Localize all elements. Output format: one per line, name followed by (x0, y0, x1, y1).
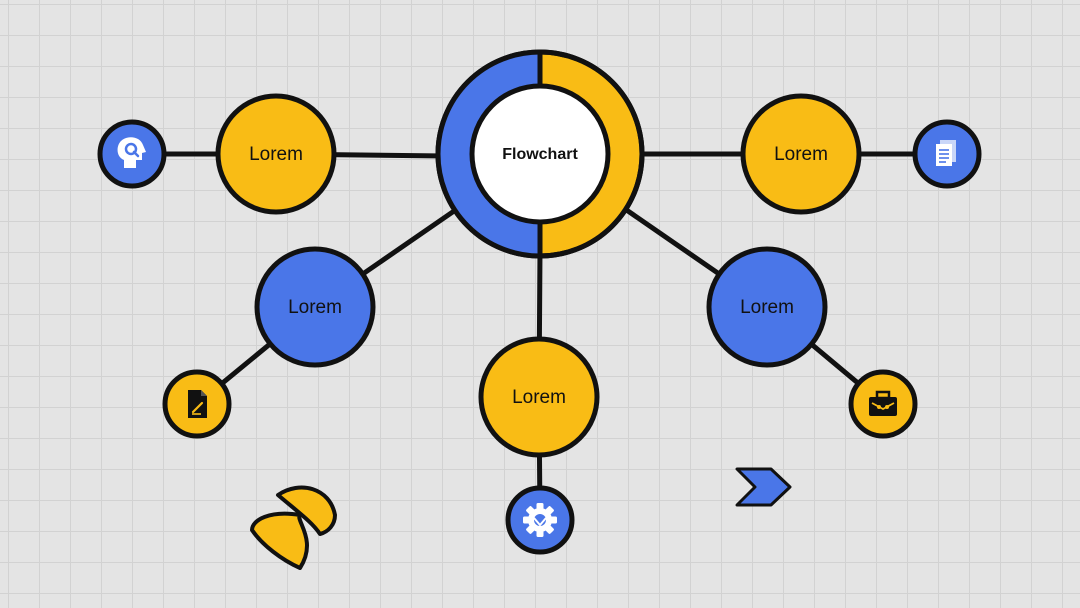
node-mid-right: Lorem (706, 246, 828, 368)
center-node: Flowchart (435, 49, 645, 259)
head-search-icon (97, 119, 167, 189)
document-icon (912, 119, 982, 189)
node-top-left: Lorem (215, 93, 337, 215)
node-mid-right-label: Lorem (740, 297, 794, 318)
node-top-left-label: Lorem (249, 144, 303, 165)
center-hole (469, 83, 611, 225)
node-mid-left-label: Lorem (288, 297, 342, 318)
node-bottom-center: Lorem (478, 336, 600, 458)
chevron-arrow-icon (735, 467, 792, 507)
briefcase-icon (848, 369, 918, 439)
edit-document-icon (162, 369, 232, 439)
node-bottom-center-label: Lorem (512, 387, 566, 408)
center-label: Flowchart (502, 146, 578, 163)
node-top-right-label: Lorem (774, 144, 828, 165)
node-mid-left: Lorem (254, 246, 376, 368)
gear-icon (505, 485, 575, 555)
node-top-right: Lorem (740, 93, 862, 215)
pacman-shape-icon (250, 485, 337, 570)
